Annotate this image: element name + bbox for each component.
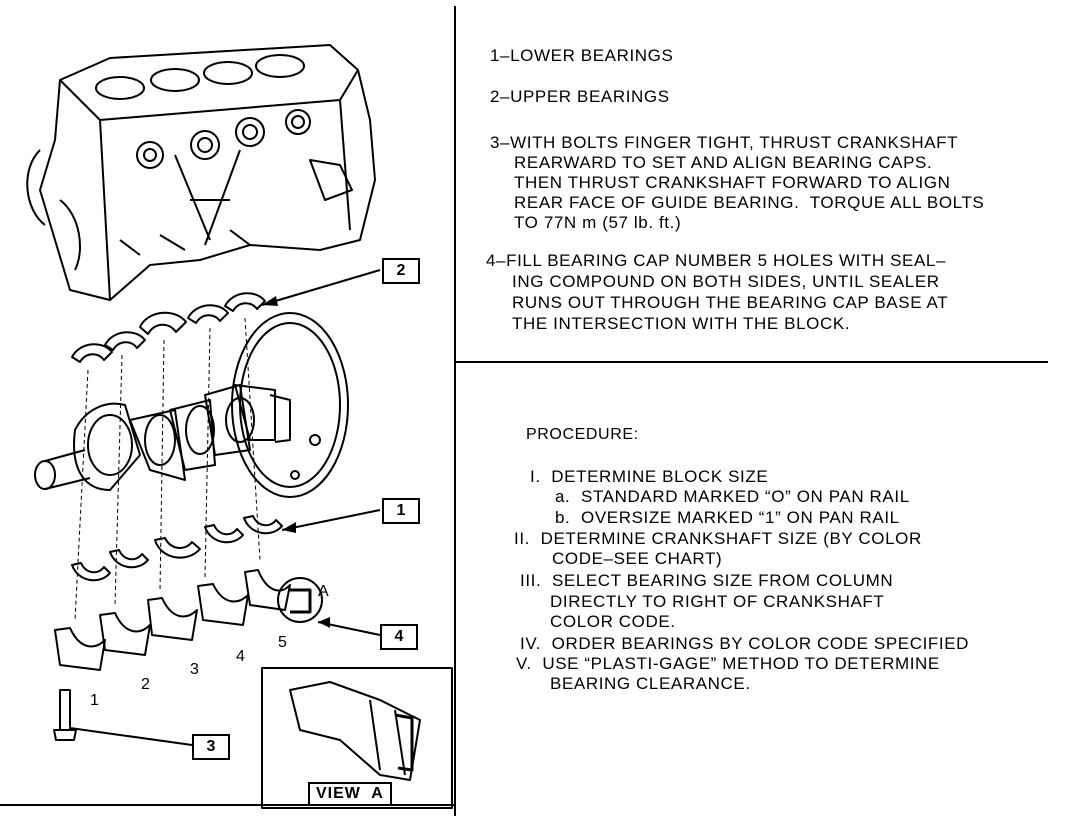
procedure-heading: PROCEDURE: (526, 426, 639, 443)
legend-item-3-line-5: TO 77N m (57 lb. ft.) (514, 213, 682, 232)
cap-number-2: 2 (141, 676, 150, 693)
cap-number-3: 3 (190, 661, 199, 678)
cap-number-4: 4 (236, 648, 245, 665)
cap-number-5: 5 (278, 634, 287, 651)
legend-item-3-line-1: 3–WITH BOLTS FINGER TIGHT, THRUST CRANKS… (490, 133, 959, 152)
procedure-step-1b: b. OVERSIZE MARKED “1” ON PAN RAIL (555, 508, 900, 527)
lower-bearings (71, 515, 283, 582)
callout-4: 4 (380, 624, 418, 650)
alignment-lines (74, 317, 261, 621)
engine-block (26, 44, 376, 301)
procedure-step-5: V. USE “PLASTI-GAGE” METHOD TO DETERMINE (516, 654, 940, 673)
legend-item-1: 1–LOWER BEARINGS (490, 46, 674, 65)
detail-a-letter: A (318, 583, 329, 600)
callout-3: 3 (192, 734, 230, 760)
cap-bolt (53, 689, 77, 741)
procedure-step-3-cont-2: COLOR CODE. (550, 612, 676, 631)
legend-item-4-line-3: RUNS OUT THROUGH THE BEARING CAP BASE AT (512, 293, 949, 312)
procedure-step-1a: a. STANDARD MARKED “O” ON PAN RAIL (555, 487, 910, 506)
view-a-label: VIEW A (308, 782, 392, 806)
legend-item-3-line-4: REAR FACE OF GUIDE BEARING. TORQUE ALL B… (514, 193, 985, 212)
legend-item-2: 2–UPPER BEARINGS (490, 87, 670, 106)
procedure-step-1: I. DETERMINE BLOCK SIZE (530, 467, 769, 486)
procedure-step-3-cont-1: DIRECTLY TO RIGHT OF CRANKSHAFT (550, 592, 885, 611)
legend-item-4-line-2: ING COMPOUND ON BOTH SIDES, UNTIL SEALER (512, 272, 940, 291)
procedure-step-2-cont: CODE–SEE CHART) (552, 549, 723, 568)
callout-2: 2 (382, 258, 420, 284)
procedure-step-2: II. DETERMINE CRANKSHAFT SIZE (BY COLOR (514, 529, 922, 548)
procedure-step-3: III. SELECT BEARING SIZE FROM COLUMN (520, 571, 894, 590)
legend-item-4-line-1: 4–FILL BEARING CAP NUMBER 5 HOLES WITH S… (486, 251, 947, 270)
view-a-frame (261, 667, 453, 809)
cap-number-1: 1 (90, 692, 99, 709)
crankshaft (34, 384, 291, 491)
bearing-caps (54, 569, 291, 671)
legend-item-3-line-3: THEN THRUST CRANKSHAFT FORWARD TO ALIGN (514, 173, 951, 192)
view-a-detail (289, 681, 421, 781)
callout-1: 1 (382, 498, 420, 524)
detail-a-circle (277, 577, 323, 623)
legend-item-4-line-4: THE INTERSECTION WITH THE BLOCK. (512, 314, 851, 333)
procedure-step-4: IV. ORDER BEARINGS BY COLOR CODE SPECIFI… (520, 634, 970, 653)
legend-item-3-line-2: REARWARD TO SET AND ALIGN BEARING CAPS. (514, 153, 933, 172)
procedure-step-5-cont: BEARING CLEARANCE. (550, 674, 751, 693)
upper-bearings (71, 292, 266, 363)
